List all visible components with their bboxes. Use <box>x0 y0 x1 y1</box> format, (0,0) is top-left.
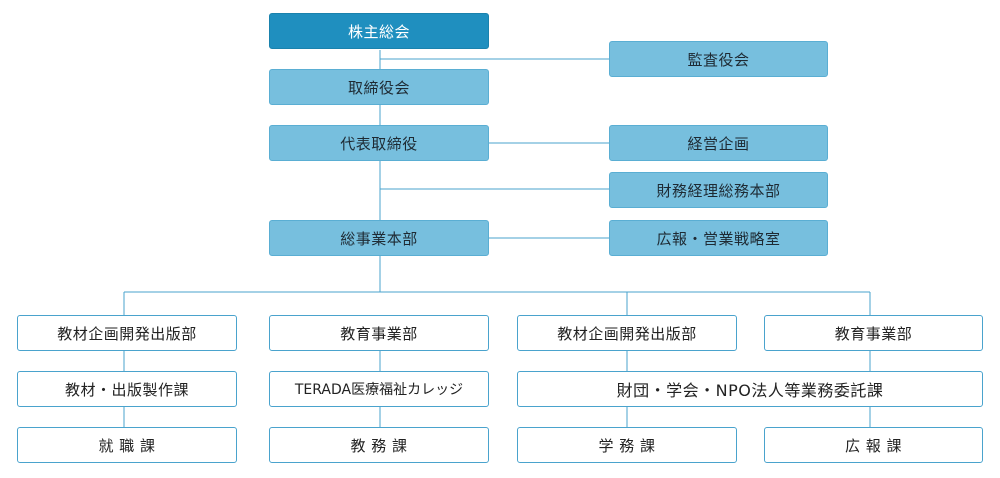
general-business-hq-box: 総事業本部 <box>269 220 489 256</box>
col4-pr-box: 広 報 課 <box>764 427 983 463</box>
col2-college-box: TERADA医療福祉カレッジ <box>269 371 489 407</box>
foundation-section-box: 財団・学会・NPO法人等業務委託課 <box>517 371 983 407</box>
shareholders-box: 株主総会 <box>269 13 489 49</box>
board-box: 取締役会 <box>269 69 489 105</box>
management-planning-box: 経営企画 <box>609 125 828 161</box>
col2-academic-box: 教 務 課 <box>269 427 489 463</box>
col3-dept-box: 教材企画開発出版部 <box>517 315 737 351</box>
col3-student-affairs-box: 学 務 課 <box>517 427 737 463</box>
col1-section-box: 教材・出版製作課 <box>17 371 237 407</box>
col1-dept-box: 教材企画開発出版部 <box>17 315 237 351</box>
col4-dept-box: 教育事業部 <box>764 315 983 351</box>
finance-hq-box: 財務経理総務本部 <box>609 172 828 208</box>
col2-dept-box: 教育事業部 <box>269 315 489 351</box>
pr-strategy-box: 広報・営業戦略室 <box>609 220 828 256</box>
representative-box: 代表取締役 <box>269 125 489 161</box>
col1-career-box: 就 職 課 <box>17 427 237 463</box>
auditor-box: 監査役会 <box>609 41 828 77</box>
